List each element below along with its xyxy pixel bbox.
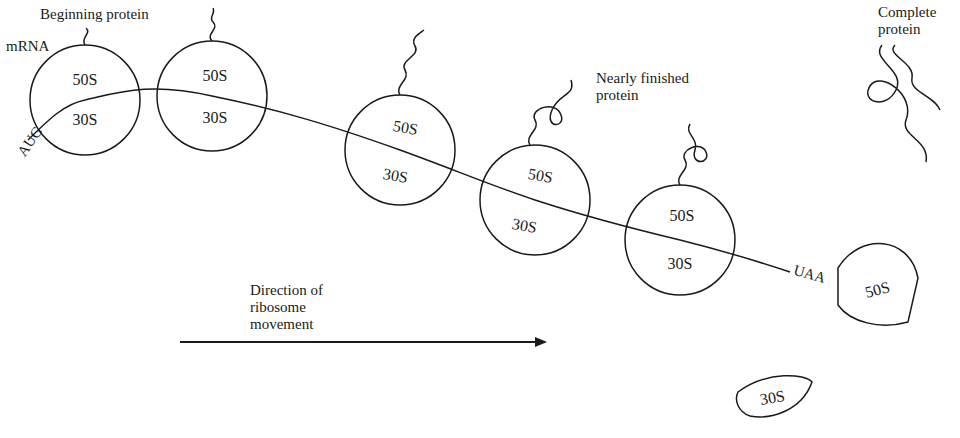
subunit-label: 30S [203,109,228,127]
protein-chain [84,28,88,45]
subunit-label: 30S [73,111,98,129]
protein-chain [210,8,215,41]
subunit-label: 30S [758,387,786,409]
protein-chain [399,30,424,95]
subunit-label: 50S [391,117,419,139]
ribosome-subunit: 30S [381,165,409,187]
ribosome-subunit: 30S [73,111,98,129]
subunit-label: 50S [73,71,98,89]
ribosome-subunit: 30S [203,109,228,127]
direction-arrow [180,341,545,343]
ribosome-subunit: 50S [203,67,228,85]
subunit-label: 50S [863,278,892,302]
ribosome-subunit: 30S [758,387,786,409]
annotation-label: Nearly finished protein [596,70,706,104]
ribosome-subunit: 50S [73,71,98,89]
subunit-label: 30S [510,215,538,237]
protein-chain [529,80,572,145]
annotation-label: UAA [792,262,835,289]
annotation-label: Direction of ribosome movement [250,282,350,333]
free-small-subunit [737,376,813,417]
ribosome-subunit: 50S [391,117,419,139]
protein-chain [893,45,940,110]
protein-chain [868,45,927,162]
ribosome-subunit: 50S [670,207,695,225]
mrna-strand [28,89,790,272]
subunit-label: 30S [381,165,409,187]
subunit-label: 50S [203,67,228,85]
annotation-label: Complete protein [878,4,958,38]
annotation-label: Beginning protein [40,6,190,23]
subunit-label: 30S [668,255,693,273]
ribosome-subunit: 50S [526,165,554,187]
ribosome-subunit: 50S [863,278,892,302]
subunit-label: 50S [526,165,554,187]
ribosome-subunit: 30S [668,255,693,273]
protein-chain [679,124,707,185]
free-large-subunit [838,244,918,326]
annotation-label: mRNA [6,38,66,55]
subunit-label: 50S [670,207,695,225]
ribosome-subunit: 30S [510,215,538,237]
